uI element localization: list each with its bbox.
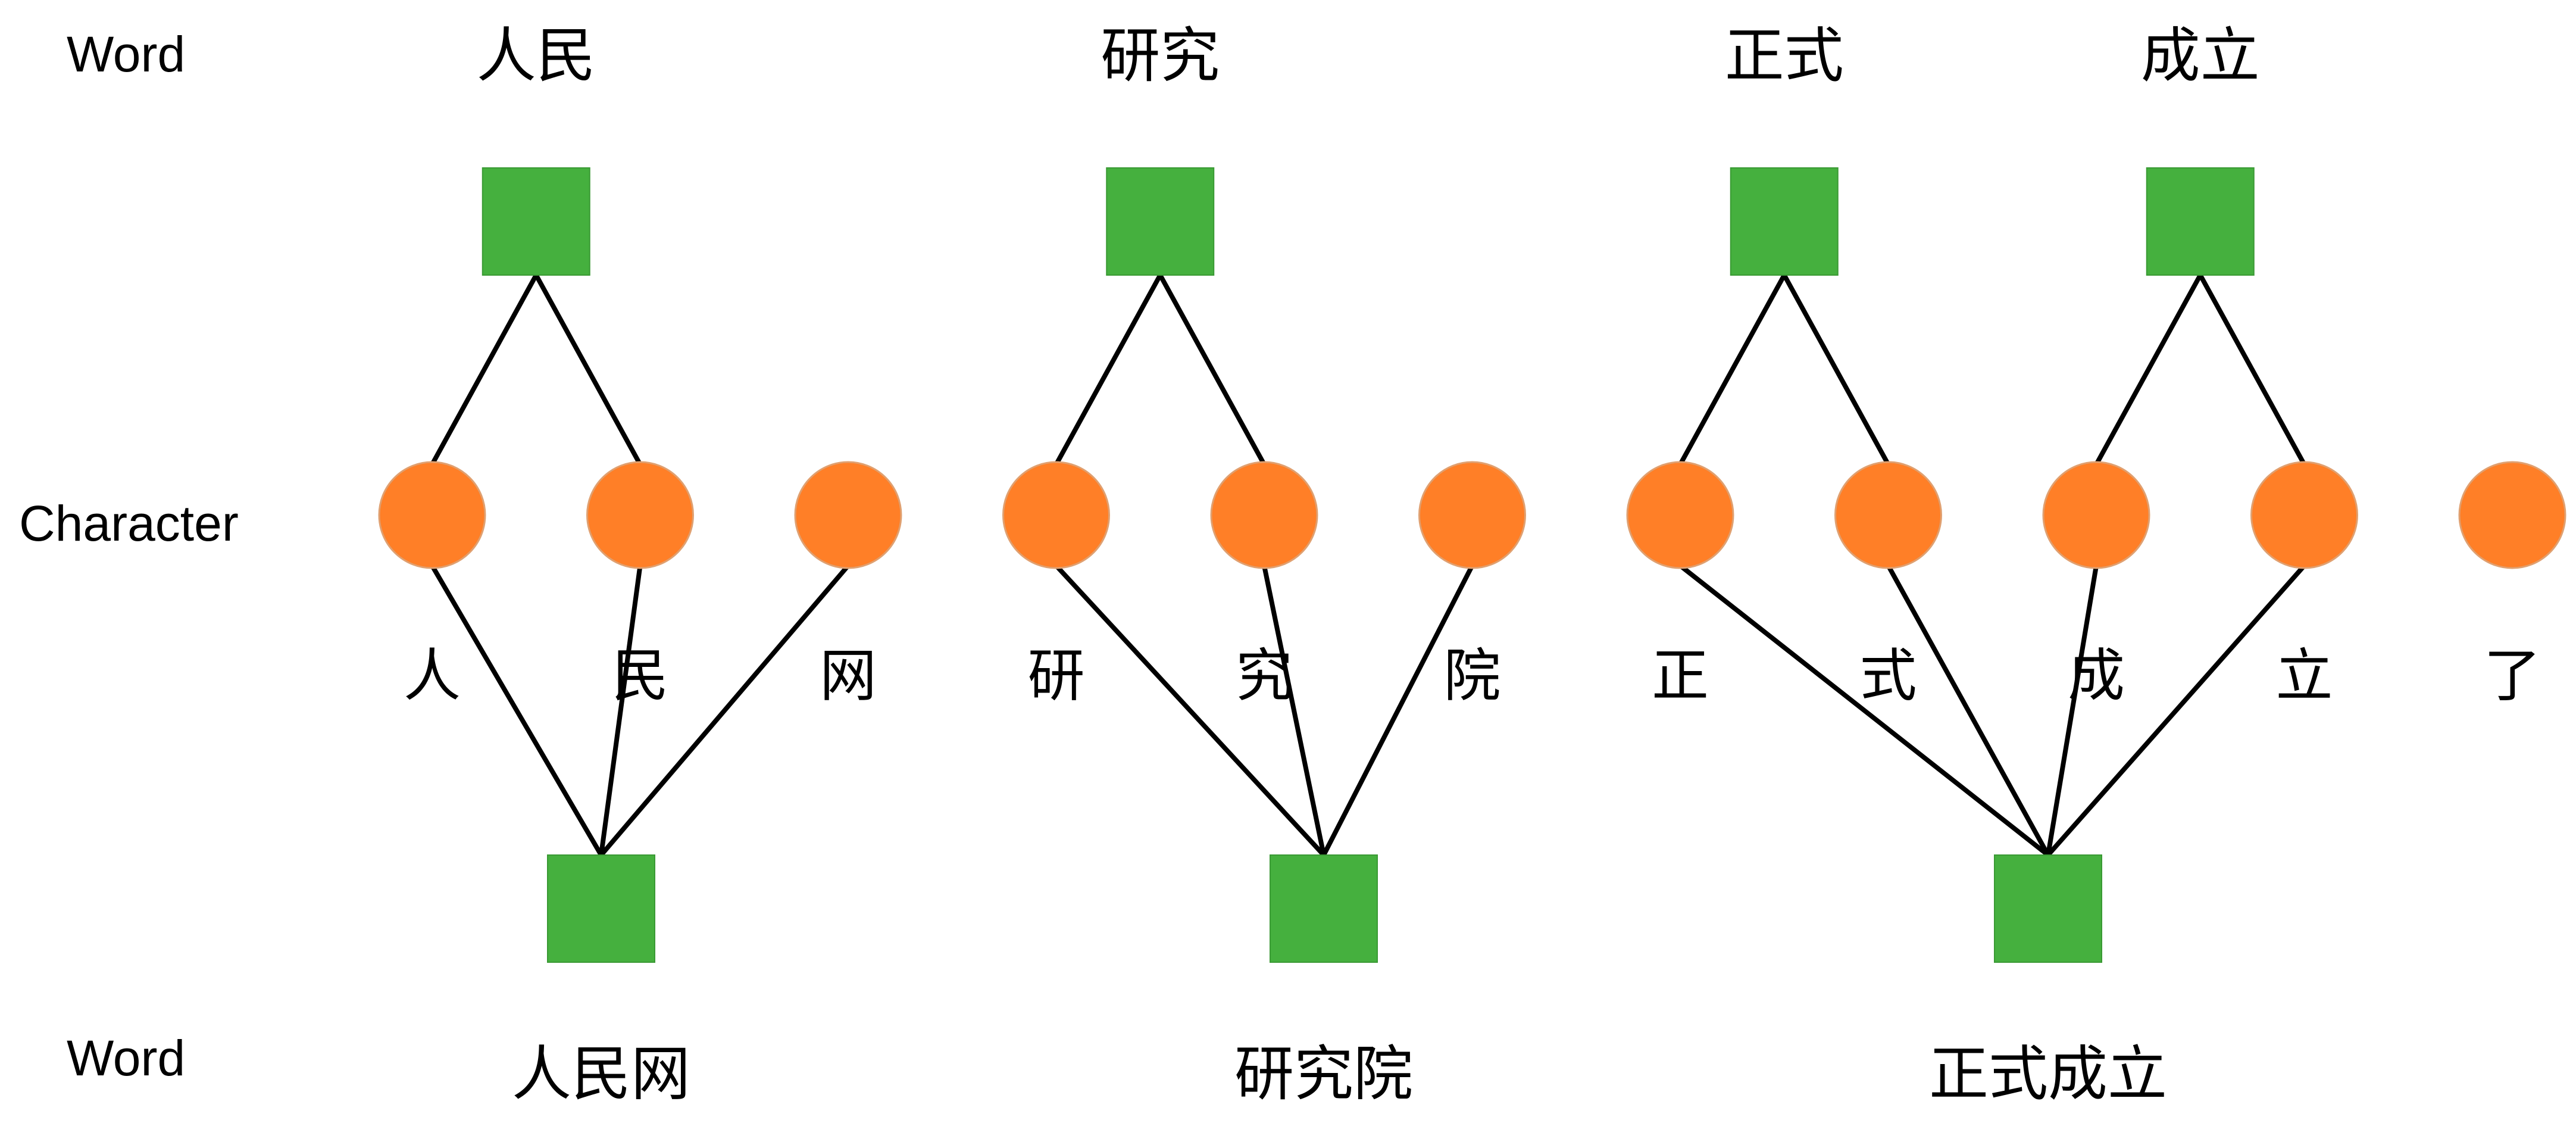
row-label-word-top: Word xyxy=(67,26,185,82)
labels-layer: Word Character Word 人民网研究院正式成立了人民研究正式成立人… xyxy=(19,21,2541,1109)
character-label: 究 xyxy=(1236,642,1293,709)
top-word-label: 研究 xyxy=(1101,21,1220,91)
character-node xyxy=(378,461,486,569)
top-word-edge xyxy=(1053,274,1162,466)
top-word-node xyxy=(2146,167,2255,276)
top-word-edge xyxy=(2198,274,2307,466)
character-node xyxy=(1002,461,1110,569)
character-label: 了 xyxy=(2484,642,2541,709)
character-node xyxy=(2458,461,2566,569)
bottom-word-edge xyxy=(1262,565,1326,856)
top-word-node xyxy=(482,167,590,276)
top-word-label: 成立 xyxy=(2141,21,2260,91)
top-word-edge xyxy=(430,274,539,466)
bottom-word-node xyxy=(547,854,655,963)
top-word-edge xyxy=(1158,274,1267,466)
character-label: 正 xyxy=(1652,642,1709,709)
bottom-word-node xyxy=(1270,854,1378,963)
character-node xyxy=(2042,461,2150,569)
bottom-word-label: 正式成立 xyxy=(1929,1039,2167,1109)
row-label-word-bottom: Word xyxy=(67,1030,185,1086)
top-word-edge xyxy=(1678,274,1787,466)
bottom-word-edge xyxy=(1321,564,1475,856)
bottom-word-edge xyxy=(2046,565,2099,856)
top-word-edge xyxy=(2094,274,2203,466)
character-node xyxy=(1626,461,1734,569)
character-node xyxy=(1834,461,1942,569)
character-node xyxy=(2250,461,2358,569)
character-label: 网 xyxy=(820,642,877,709)
character-label: 成 xyxy=(2068,642,2125,709)
character-label: 研 xyxy=(1028,642,1085,709)
character-label: 民 xyxy=(612,642,669,709)
bottom-word-edge xyxy=(1678,563,2050,857)
bottom-word-edge xyxy=(430,564,604,857)
bottom-word-label: 研究院 xyxy=(1234,1039,1413,1109)
edges-layer xyxy=(430,274,2307,857)
top-word-label: 正式 xyxy=(1725,21,1844,91)
bottom-word-edge xyxy=(599,564,851,857)
character-node xyxy=(794,461,902,569)
character-label: 立 xyxy=(2276,642,2333,709)
bottom-word-edge xyxy=(599,565,643,856)
top-word-label: 人民 xyxy=(477,21,596,91)
bottom-word-edge xyxy=(1886,564,2050,856)
bottom-word-edge xyxy=(1054,564,1325,857)
character-node xyxy=(586,461,694,569)
bottom-word-label: 人民网 xyxy=(512,1039,690,1109)
bottom-word-edge xyxy=(2046,564,2306,857)
character-label: 院 xyxy=(1444,642,1501,709)
character-node xyxy=(1210,461,1318,569)
nodes-layer xyxy=(378,167,2566,963)
character-label: 式 xyxy=(1860,642,1917,709)
top-word-node xyxy=(1106,167,1215,276)
character-label: 人 xyxy=(404,642,461,709)
row-label-character: Character xyxy=(19,495,239,551)
bottom-word-node xyxy=(1994,854,2102,963)
character-node xyxy=(1418,461,1526,569)
top-word-edge xyxy=(1782,274,1891,466)
top-word-edge xyxy=(534,274,643,466)
top-word-node xyxy=(1730,167,1839,276)
